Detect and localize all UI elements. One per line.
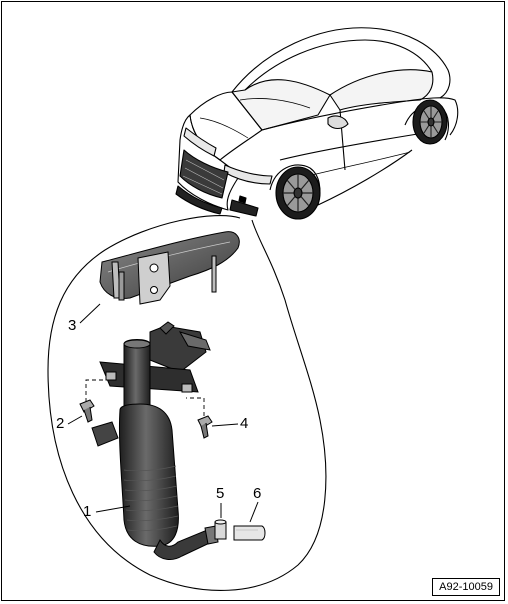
part-nozzle-body [91, 321, 219, 560]
figure-reference-code: A92-10059 [432, 578, 500, 596]
callout-1: 1 [83, 503, 92, 520]
car-illustration [175, 27, 459, 220]
screw-2 [79, 399, 95, 423]
callout-5: 5 [216, 485, 225, 502]
callout-3: 3 [68, 317, 77, 334]
part-6-cover [233, 525, 266, 541]
assembly-guides [85, 379, 205, 416]
front-wheel [275, 166, 321, 220]
screw-4 [197, 415, 213, 439]
callout-4: 4 [240, 415, 249, 432]
rear-wheel [412, 99, 448, 145]
part-bracket [99, 231, 240, 305]
detail-bubble [47, 215, 327, 591]
part-5-cap [214, 519, 227, 540]
callout-leaders [67, 303, 259, 523]
callout-6: 6 [253, 485, 262, 502]
callout-2: 2 [56, 415, 65, 432]
